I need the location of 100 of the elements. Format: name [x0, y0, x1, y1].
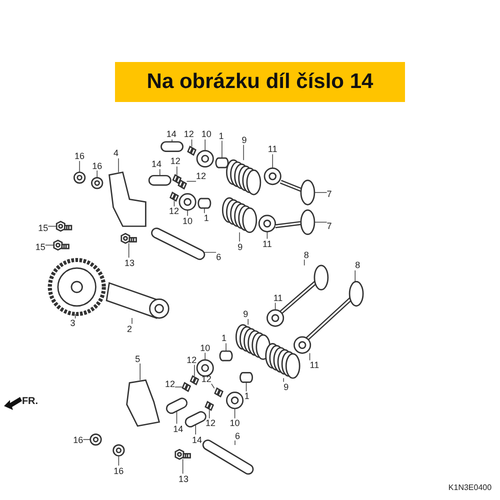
leader-line [191, 139, 192, 147]
leader-line [82, 439, 91, 440]
callout-number: 4 [114, 148, 118, 158]
callout-number: 1 [204, 213, 209, 224]
leader-line [186, 180, 196, 182]
callout-number: 12 [206, 418, 216, 428]
callout-number: 15 [35, 242, 46, 252]
leader-line [283, 378, 284, 382]
callout-number: 2 [127, 324, 132, 334]
bolt [53, 240, 70, 251]
direction-label: FR. [22, 397, 38, 407]
callout-number: 14 [152, 159, 162, 170]
callout-number: 16 [114, 466, 124, 476]
leader-line [234, 440, 236, 446]
callout-number: 1 [244, 391, 250, 402]
leader-line [354, 270, 356, 282]
callout-number: 11 [273, 292, 283, 303]
cam-sprocket [48, 258, 106, 316]
callout-number: 16 [74, 151, 85, 162]
leader-line [174, 386, 182, 388]
callout-number: 12 [186, 354, 197, 365]
valve-cap [215, 157, 229, 168]
callout-number: 11 [268, 144, 278, 154]
callout-number: 12 [169, 206, 180, 216]
ring-washer [266, 309, 284, 327]
callout-number: 3 [70, 318, 76, 328]
bolt [174, 448, 191, 460]
valve-cotter [204, 400, 214, 411]
callout-number: 10 [182, 216, 193, 226]
callout-number: 1 [218, 130, 224, 141]
leader-line [204, 139, 206, 151]
pin [166, 398, 188, 414]
leader-line [314, 192, 328, 193]
callout-number: 15 [38, 222, 48, 233]
valve-cap [198, 198, 212, 209]
callout-number: 7 [326, 221, 332, 232]
pin [202, 440, 254, 475]
callout-number: 12 [170, 156, 180, 166]
callout-number: 12 [196, 171, 206, 182]
nut [73, 172, 86, 184]
callout-number: 9 [242, 134, 247, 145]
callout-number: 9 [243, 309, 248, 319]
part-code: K1N3E0400 [448, 483, 492, 493]
leader-line [204, 208, 205, 214]
pin [148, 174, 172, 186]
callout-number: 16 [92, 160, 102, 170]
pin [184, 411, 206, 428]
leader-line [243, 144, 244, 160]
callout-number: 6 [216, 252, 222, 262]
leader-line [118, 158, 119, 173]
callout-number: 10 [201, 129, 212, 140]
leader-line [182, 458, 184, 474]
leader-line [187, 210, 188, 216]
ring-washer [258, 214, 276, 232]
callout-number: 9 [284, 382, 289, 392]
valve-cotter [214, 387, 224, 398]
rocker-arm [108, 171, 146, 227]
valve-cotter [190, 375, 200, 386]
valve-cap [240, 372, 254, 383]
callout-number: 16 [73, 434, 84, 445]
valve-spring [222, 197, 258, 233]
leader-line [194, 364, 195, 376]
valve-spring [226, 159, 262, 196]
bolt [120, 232, 137, 244]
nut [112, 444, 125, 456]
pin [160, 141, 184, 152]
valve-cotter [178, 179, 188, 190]
valve-spring [235, 324, 271, 360]
callout-number: 8 [304, 250, 309, 260]
leader-line [211, 383, 215, 389]
callout-number: 5 [135, 354, 140, 364]
callout-number: 1 [222, 333, 226, 344]
callout-number: 12 [184, 129, 194, 140]
leader-line [79, 160, 80, 173]
title-banner: Na obrázku díl číslo 14 [115, 62, 405, 102]
callout-number: 11 [262, 238, 272, 249]
leader-line [176, 166, 178, 176]
callout-number: 8 [355, 260, 360, 270]
camshaft [106, 282, 170, 319]
leader-line [272, 154, 273, 169]
callout-number: 7 [326, 188, 332, 199]
callout-number: 6 [235, 430, 240, 440]
valve-cotter [182, 382, 192, 392]
nut [90, 433, 102, 446]
callout-number: 12 [201, 374, 212, 384]
leader-line [239, 232, 240, 242]
callout-number: 13 [124, 258, 134, 268]
rocker-arm [126, 379, 160, 427]
callout-number: 11 [310, 360, 320, 370]
ring-washer [196, 150, 214, 168]
leader-line [118, 455, 120, 466]
callout-number: 14 [192, 434, 202, 445]
pin [151, 228, 206, 260]
ring-washer [196, 359, 214, 377]
leader-line [246, 382, 247, 392]
valve-cotter [187, 146, 196, 156]
leader-line [304, 259, 305, 266]
valve [304, 280, 364, 342]
leader-line [128, 242, 130, 258]
ring-washer [178, 193, 196, 211]
